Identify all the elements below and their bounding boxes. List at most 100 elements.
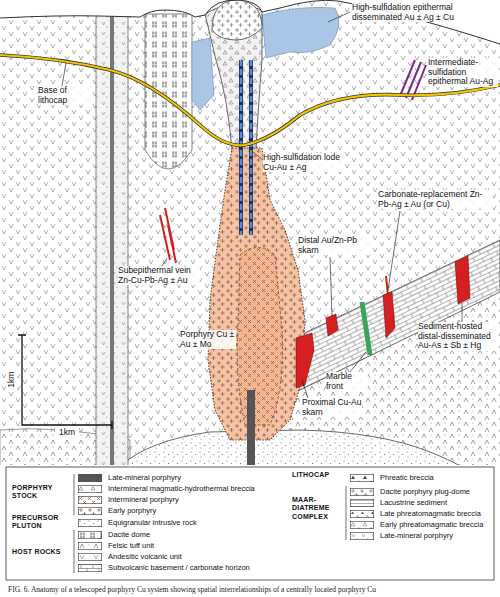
intermineral-porphyry <box>237 248 282 426</box>
subepithermal-veins <box>160 208 176 263</box>
legend-swatch <box>78 564 102 572</box>
lithocap-alteration <box>192 38 214 110</box>
swatch-fill <box>78 474 101 481</box>
diatreme-column <box>96 14 128 466</box>
deposit-label: Distal Au/Zn-Pb skarn <box>298 236 370 255</box>
legend-swatch <box>78 519 102 527</box>
precursor-pluton-pattern <box>120 430 460 466</box>
swatch-fill <box>78 507 101 514</box>
legend-swatch <box>350 488 374 496</box>
swatch-fill <box>78 485 101 492</box>
porphyry-stock-outline <box>208 148 305 440</box>
legend-swatch <box>78 507 102 515</box>
swatch-fill <box>350 499 373 506</box>
legend-text: Intermineral porphyry <box>108 495 179 504</box>
swatch-fill <box>350 521 373 528</box>
legend-text: Early porphyry <box>108 506 156 515</box>
carbonate-horizon <box>290 240 500 395</box>
legend-text: Lacustrine sediment <box>380 498 447 507</box>
leader-line <box>330 257 332 316</box>
figure-caption: FIG. 6. Anatomy of a telescoped porphyry… <box>8 585 376 594</box>
legend-text: Late phreatomagmatic breccia <box>380 509 481 518</box>
legend-swatch <box>78 496 102 504</box>
legend-text: Felsic tuff unit <box>108 541 154 550</box>
andesite-unit <box>0 0 500 470</box>
scale-label: 1km <box>55 428 79 438</box>
swatch-fill <box>78 531 101 538</box>
precursor-pluton <box>120 430 460 466</box>
legend-group-label: PRECURSOR PLUTON <box>12 514 72 531</box>
andesite-ground <box>0 0 500 470</box>
topographic-surface <box>0 0 500 44</box>
leader-line <box>350 352 366 372</box>
legend-text: Dacite porphyry plug-dome <box>380 487 470 496</box>
legend-text: Subvolcanic basement / carbonate horizon <box>108 563 250 572</box>
swatch-fill <box>78 542 101 549</box>
legend-swatch <box>350 521 374 529</box>
leader-line <box>253 152 263 160</box>
swatch-fill <box>78 496 101 503</box>
plug-dome <box>212 0 262 40</box>
legend-swatch <box>350 499 374 507</box>
legend-brackets <box>74 474 346 573</box>
legend-text: Intermineral magmatic-hydrothermal brecc… <box>108 484 255 493</box>
legend-text: Phreatic breccia <box>380 473 434 482</box>
legend-swatch <box>78 485 102 493</box>
legend-text: Equigranular intrusive rock <box>108 518 197 527</box>
late-mineral-dike <box>110 14 114 466</box>
leader-line <box>302 380 308 398</box>
legend-swatch <box>78 553 102 561</box>
leader-line <box>388 211 400 290</box>
leader-line <box>462 303 463 322</box>
late-mineral-porphyry-dike <box>247 390 255 466</box>
carbonate-replacement-body <box>383 292 395 338</box>
legend-group-label: PORPHYRY STOCK <box>12 484 72 501</box>
scale-label: 1km <box>7 368 17 392</box>
lithocap-base-line <box>0 55 500 145</box>
swatch-fill <box>350 488 373 495</box>
legend-text: Dacite dome <box>108 530 150 539</box>
legend-text: Late-mineral porphyry <box>380 531 453 540</box>
deposit-label: Proximal Cu-Au skarn <box>302 398 362 417</box>
legend-group-label: MAAR-DIATREME COMPLEX <box>292 496 344 521</box>
leader-line <box>328 12 350 22</box>
sediment-hosted-body <box>455 256 470 304</box>
swatch-fill <box>78 553 101 560</box>
lode-outline <box>241 60 251 235</box>
legend-text: Late-mineral porphyry <box>108 473 181 482</box>
dacite-dome <box>145 14 192 169</box>
legend-text: Andesitic volcanic unit <box>108 552 182 561</box>
legend-swatch <box>350 474 374 482</box>
swatch-fill <box>78 519 101 526</box>
swatch-fill <box>350 532 373 539</box>
deposit-label: Porphyry Cu ± Au ± Mo <box>180 330 236 349</box>
carbonate-horizon-pattern <box>290 240 500 395</box>
deposit-label: Carbonate-replacement Zn-Pb-Ag ± Au (or … <box>378 190 493 209</box>
intermineral-porphyry-pattern <box>237 248 282 426</box>
leader-line <box>162 258 167 266</box>
swatch-fill <box>350 510 373 517</box>
scale-bar <box>18 335 112 429</box>
legend-box <box>6 467 494 580</box>
section-body <box>0 0 500 470</box>
legend-group-label: LITHOCAP <box>292 471 346 479</box>
distal-skarn <box>326 314 338 336</box>
diatreme-column-pattern <box>96 14 128 466</box>
lithocap-alteration <box>262 7 339 58</box>
legend-swatch <box>78 542 102 550</box>
legend-swatch <box>78 531 102 539</box>
plug-dome-pattern <box>212 0 262 40</box>
leader-line <box>62 63 66 86</box>
replacement-feeder <box>386 276 388 295</box>
legend-swatch <box>350 532 374 540</box>
legend-swatch <box>350 510 374 518</box>
high-sulfidation-lode <box>241 60 251 235</box>
legend-text: Early phreatomagmatic breccia <box>380 520 483 529</box>
deposit-label: Subepithermal vein Zn-Cu-Pb-Ag ± Au <box>118 266 200 285</box>
lithocap-base-outline <box>0 55 500 145</box>
swatch-fill <box>78 564 101 571</box>
porphyry-stock <box>208 148 305 440</box>
marble-front <box>362 302 370 355</box>
legend-group-label: HOST ROCKS <box>12 548 72 556</box>
